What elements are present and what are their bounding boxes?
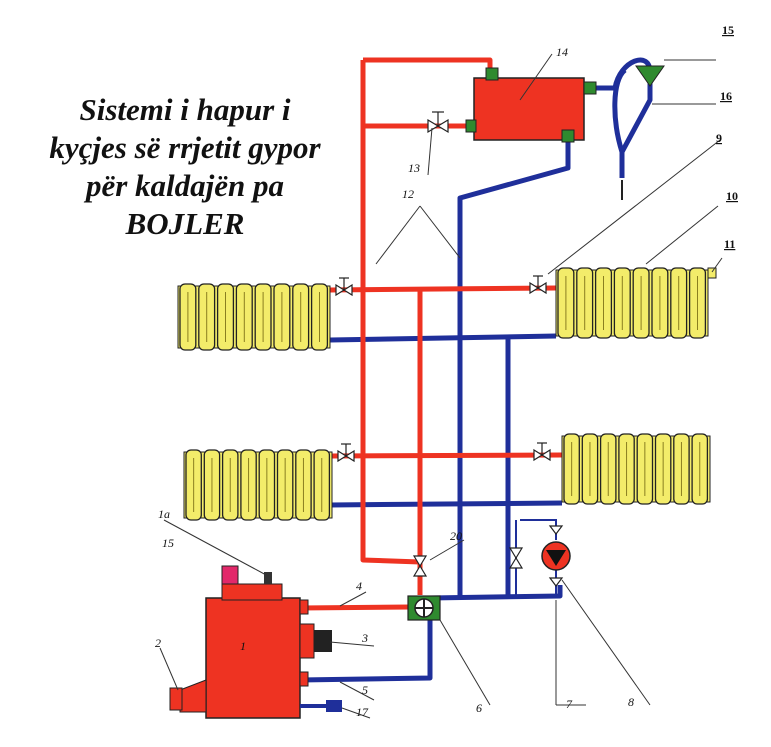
return-pipes <box>299 57 653 683</box>
label-1a: 1a <box>158 507 170 521</box>
leader-lines <box>159 53 723 719</box>
radiator-top-right <box>555 267 709 339</box>
overflow-funnel <box>621 65 665 200</box>
label-14: 14 <box>556 45 568 59</box>
label-12: 12 <box>402 187 414 201</box>
return-bottom-main <box>429 585 563 601</box>
circulation-pump <box>541 525 571 587</box>
radiator-top-left <box>177 283 331 351</box>
label-11: 11 <box>724 237 735 251</box>
radiator-bottom-left <box>183 449 333 521</box>
supply-from-boiler <box>299 604 411 611</box>
radiator-bottom-right <box>561 433 711 505</box>
title-line-4: BOJLER <box>125 206 245 241</box>
return-pipe-lower <box>329 500 563 508</box>
label-2: 2 <box>155 636 161 650</box>
label-20: 20 <box>450 529 462 543</box>
label-1: 1 <box>240 639 246 653</box>
label-17: 17 <box>356 705 369 719</box>
label-13: 13 <box>408 161 420 175</box>
air-vent <box>707 267 717 279</box>
supply-pipe-lower <box>329 452 563 459</box>
label-10: 10 <box>726 189 738 203</box>
expansion-loop <box>595 57 653 178</box>
label-7: 7 <box>566 697 573 711</box>
supply-pipe-upper <box>329 285 557 293</box>
label-16: 16 <box>720 89 732 103</box>
valve-13 <box>427 111 449 134</box>
pump-bypass-valve <box>508 547 524 569</box>
label-4: 4 <box>356 579 362 593</box>
label-6: 6 <box>476 701 482 715</box>
title-line-2: kyçjes së rrjetit gypor <box>49 130 321 165</box>
return-riser-tank <box>457 142 571 598</box>
label-15-boiler: 15 <box>162 536 174 550</box>
supply-main-riser <box>363 57 493 76</box>
mixing-valve <box>407 595 441 621</box>
valve-20 <box>412 555 428 577</box>
expansion-loop-inner <box>612 68 627 153</box>
label-9: 9 <box>716 131 722 145</box>
radiator-valves <box>335 275 551 463</box>
title-line-3: për kaldajën pa <box>85 168 285 203</box>
label-5: 5 <box>362 683 368 697</box>
label-8: 8 <box>628 695 634 709</box>
return-to-boiler <box>299 608 433 683</box>
return-pipe-upper <box>329 333 557 343</box>
title-line-1: Sistemi i hapur i <box>79 92 291 127</box>
boiler <box>169 565 342 719</box>
label-15-top: 15 <box>722 23 734 37</box>
supply-pipes <box>299 57 563 611</box>
supply-left-riser <box>360 60 421 565</box>
expansion-tank <box>465 67 597 143</box>
label-3: 3 <box>361 631 368 645</box>
